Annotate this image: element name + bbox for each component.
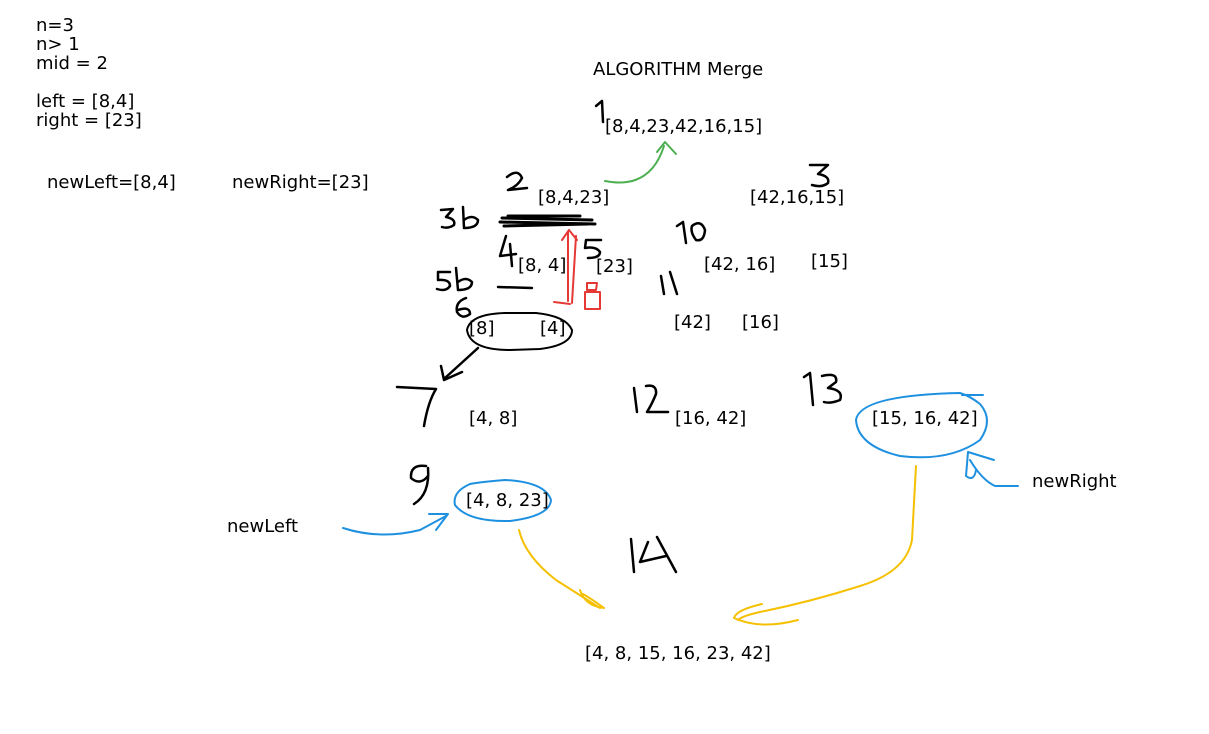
dash-5b <box>496 285 534 290</box>
scribble-lines <box>498 214 597 228</box>
algorithm-notes: n=3 n> 1 mid = 2 left = [8,4] right = [2… <box>36 16 142 130</box>
step-number-1 <box>594 99 605 124</box>
step-number-2 <box>505 171 529 192</box>
newright-label: newRight <box>1032 471 1117 492</box>
yellow-arrows <box>518 465 917 626</box>
note-line <box>36 73 142 92</box>
array-left3: [8,4,23] <box>538 187 610 208</box>
note-line: right = [23] <box>36 110 142 131</box>
array-single23: [23] <box>596 256 633 277</box>
step-number-13 <box>802 371 842 407</box>
green-arrow <box>604 141 677 184</box>
note-line: left = [8,4] <box>36 91 135 112</box>
step-number-3b <box>439 205 480 230</box>
step-number-11 <box>659 270 679 296</box>
step-number-7 <box>395 385 438 428</box>
step-number-14 <box>629 535 678 574</box>
step-number-3 <box>808 163 830 188</box>
array-merged4823: [4, 8, 23] <box>466 490 549 511</box>
array-right3: [42,16,15] <box>750 187 845 208</box>
arrow-to-7 <box>439 346 480 382</box>
red-arrow <box>553 229 601 310</box>
note-line: n=3 <box>36 15 74 36</box>
array-single15: [15] <box>811 251 848 272</box>
array-pair4216: [42, 16] <box>704 254 776 275</box>
array-merged151642: [15, 16, 42] <box>872 408 978 429</box>
newleft-label: newLeft <box>227 516 299 537</box>
step-number-6 <box>455 296 472 318</box>
array-single16: [16] <box>742 312 779 333</box>
array-single8: [8] <box>469 318 495 339</box>
array-single4: [4] <box>540 318 566 339</box>
step-number-10 <box>675 220 707 245</box>
arrow-newleft <box>342 515 447 536</box>
step-number-12 <box>632 384 670 414</box>
note-line: mid = 2 <box>36 53 108 74</box>
array-final: [4, 8, 15, 16, 23, 42] <box>585 643 771 664</box>
newleft-assignment: newLeft=[8,4] <box>47 172 176 193</box>
leaf-ellipse <box>466 312 573 351</box>
arrow-newright <box>969 459 1019 487</box>
step-number-5b <box>435 266 474 292</box>
array-merged48: [4, 8] <box>469 408 518 429</box>
ellipse-151642 <box>855 392 988 459</box>
array-pair84: [8, 4] <box>518 255 567 276</box>
ellipse-4823 <box>453 479 552 523</box>
array-root: [8,4,23,42,16,15] <box>605 116 763 137</box>
newright-assignment: newRight=[23] <box>232 172 369 193</box>
step-number-4 <box>498 234 518 268</box>
step-number-5 <box>583 238 603 260</box>
diagram-title: ALGORITHM Merge <box>593 59 764 80</box>
blue-strokes <box>342 392 1019 536</box>
step-number-9 <box>409 464 430 506</box>
array-merged1642: [16, 42] <box>675 408 747 429</box>
array-single42: [42] <box>674 312 711 333</box>
note-line: n> 1 <box>36 34 80 55</box>
